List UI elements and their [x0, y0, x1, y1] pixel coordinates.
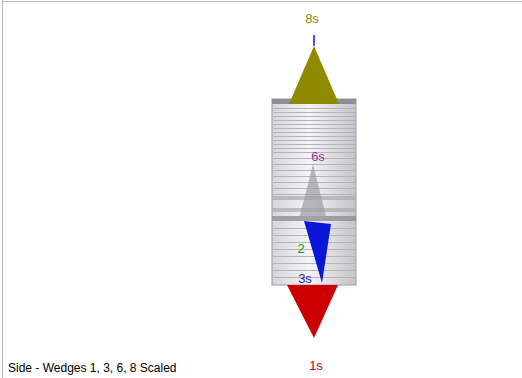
stripe-line [273, 140, 355, 141]
stripe-line [273, 120, 355, 121]
stripe-line [273, 270, 355, 271]
cylinder-body [272, 99, 356, 285]
stripe-line [273, 112, 355, 113]
stripe-line [273, 148, 355, 149]
stripe-line [273, 132, 355, 133]
olive-wedge [289, 46, 339, 104]
stripe-line [273, 277, 355, 278]
grey-wedge [299, 164, 326, 219]
tick-line [313, 35, 315, 46]
view-caption: Side - Wedges 1, 3, 6, 8 Scaled [8, 361, 177, 375]
wedge-label: 8s [305, 11, 319, 26]
stripe-line [273, 256, 355, 257]
stripe-line [273, 128, 355, 129]
frame-line [2, 1, 522, 2]
stripe-line [273, 263, 355, 264]
wedge-label: 3s [298, 271, 312, 286]
stripe-line [273, 144, 355, 145]
wedge-label: 6s [311, 149, 325, 164]
red-wedge [287, 285, 338, 338]
stripe-line [273, 108, 355, 109]
stripe-line [273, 164, 355, 165]
stripe-line [273, 124, 355, 125]
stripe-line [273, 136, 355, 137]
wedge-label: 1s [309, 358, 323, 373]
stripe-line [273, 116, 355, 117]
frame-line [2, 0, 3, 378]
wedge-label: 2 [297, 241, 304, 256]
